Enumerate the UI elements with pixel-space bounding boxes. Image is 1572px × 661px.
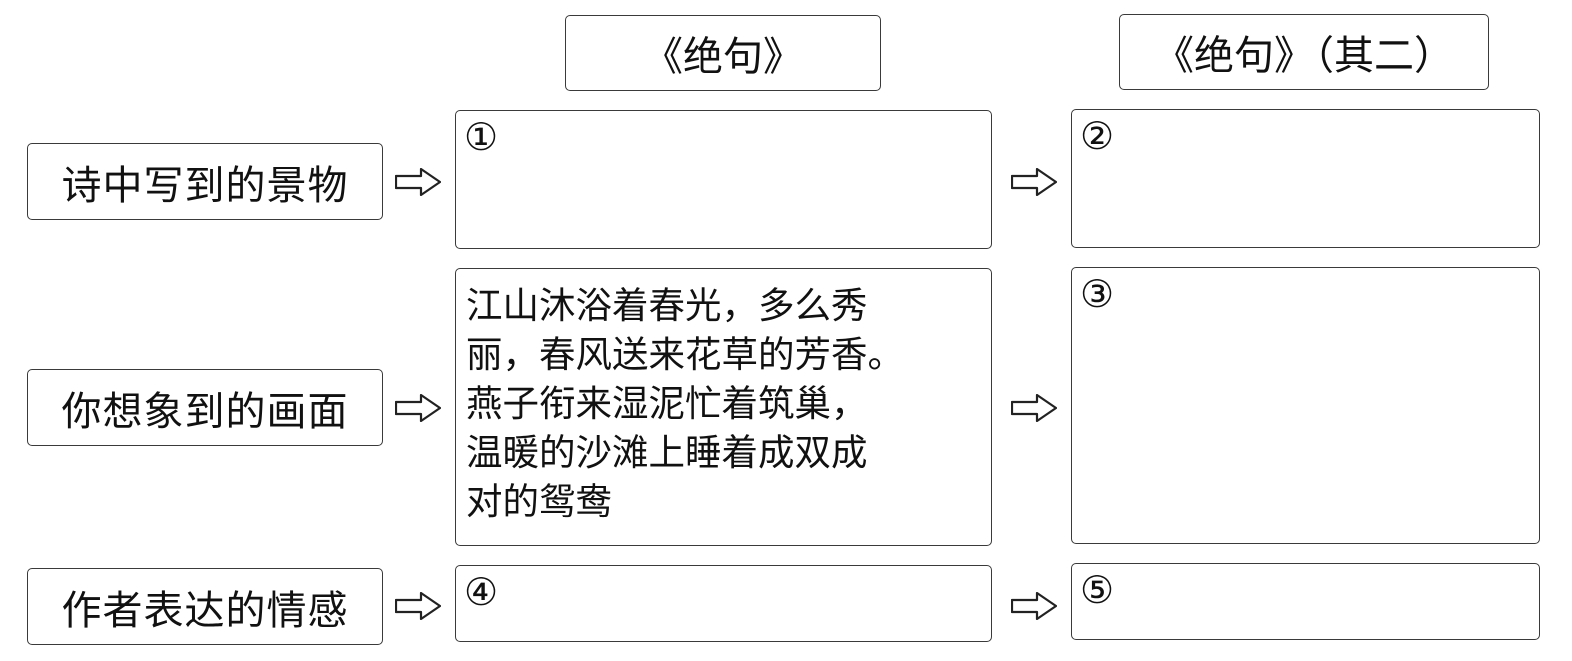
blank-cell-5: ⑤ [1071,563,1540,640]
arrow-icon [1011,168,1057,196]
arrow-icon [395,168,441,196]
row-label-imagined-scene: 你想象到的画面 [27,369,383,446]
blank-cell-3: ③ [1071,267,1540,544]
scene-description-line: 江山沐浴着春光，多么秀 [466,284,868,327]
arrow-icon [395,592,441,620]
blank-marker-3: ③ [1080,272,1115,316]
column-header-poem1: 《绝句》 [565,15,881,91]
blank-cell-1: ① [455,110,992,249]
blank-marker-4: ④ [464,570,499,614]
scene-description-line: 丽，春风送来花草的芳香。 [466,333,904,376]
row-label-imagined-scene-text: 你想象到的画面 [61,388,349,435]
scene-description-line: 温暖的沙滩上睡着成双成 [466,431,868,474]
arrow-icon [395,394,441,422]
arrow-icon [1011,394,1057,422]
row-label-emotion: 作者表达的情感 [27,568,383,645]
column-header-poem2-label: 《绝句》（其二） [1154,33,1454,79]
scene-description-cell: 江山沐浴着春光，多么秀 丽，春风送来花草的芳香。 燕子衔来湿泥忙着筑巢， 温暖的… [455,268,992,546]
blank-cell-2: ② [1071,109,1540,248]
blank-marker-1: ① [464,115,499,159]
row-label-scenery: 诗中写到的景物 [27,143,383,220]
blank-marker-2: ② [1080,114,1115,158]
arrow-icon [1011,592,1057,620]
blank-marker-5: ⑤ [1080,568,1115,612]
row-label-scenery-text: 诗中写到的景物 [61,162,349,209]
column-header-poem2: 《绝句》（其二） [1119,14,1489,90]
column-header-poem1-label: 《绝句》 [643,34,803,80]
scene-description-line: 对的鸳鸯 [466,480,612,523]
blank-cell-4: ④ [455,565,992,642]
scene-description-line: 燕子衔来湿泥忙着筑巢， [466,382,868,425]
row-label-emotion-text: 作者表达的情感 [61,587,349,634]
